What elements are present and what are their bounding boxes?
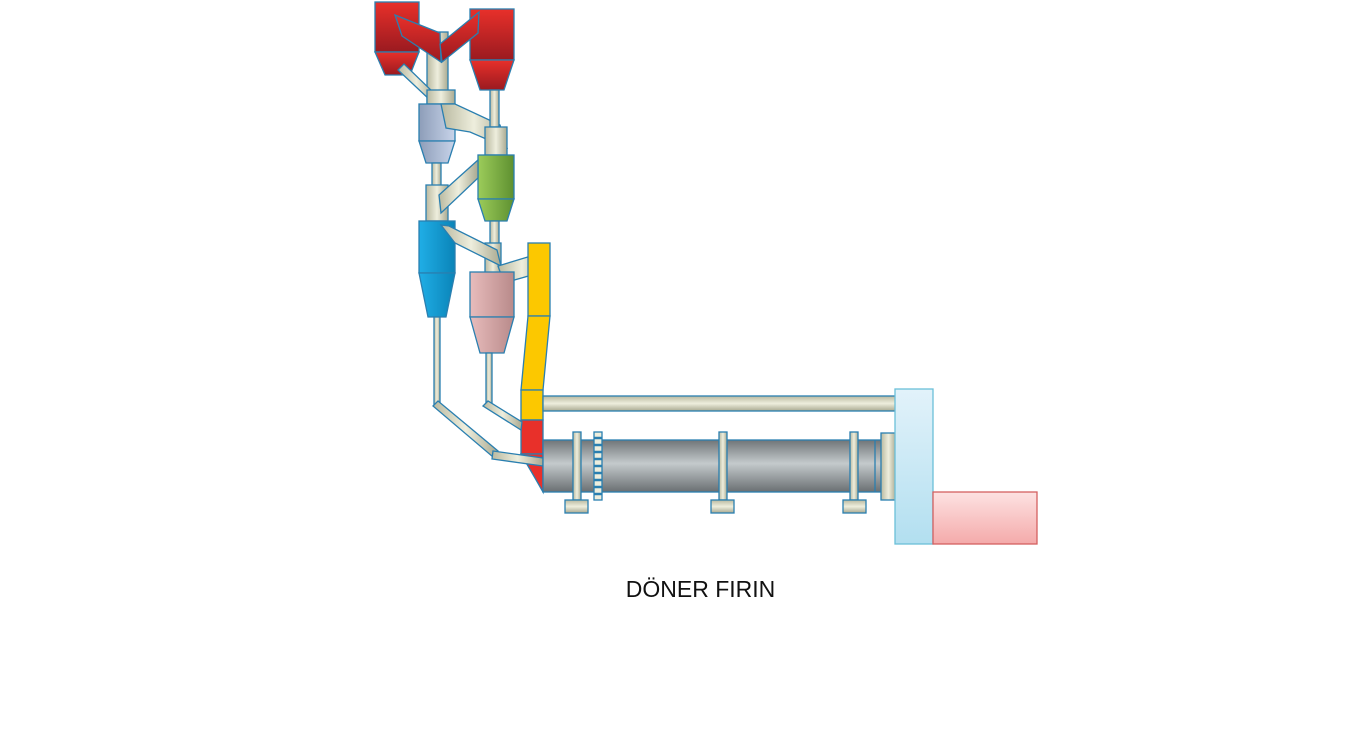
collar-1 [426,89,456,105]
riser-duct [519,242,551,495]
meal-pipe-stage-3 [433,316,441,406]
tertiary-air-duct [542,395,897,412]
kiln-tire-1 [564,431,589,514]
meal-chute-3 [432,400,499,458]
clinker-cooler-hood [894,388,934,545]
duct-2-3 [438,158,479,215]
cyclone-stage-2 [477,154,515,222]
left-gas-duct [393,13,442,64]
meal-chute-4 [481,400,523,432]
kiln-tire-3 [842,431,867,514]
kiln-tire-2 [710,431,735,514]
kiln-outlet-ring [880,432,897,501]
pipe-right-1 [489,89,500,128]
collar-2 [484,126,508,156]
cyclone-stage-4 [469,271,515,354]
clinker-cooler [932,491,1038,545]
duct-3-4 [439,224,502,268]
kiln-girth-gear [593,431,603,501]
pipe-left-2 [431,162,442,187]
right-gas-duct [439,10,480,64]
pipe-right-3 [489,220,500,245]
meal-pipe-stage-4 [485,352,493,404]
diagram-caption: DÖNER FIRIN [625,576,776,602]
